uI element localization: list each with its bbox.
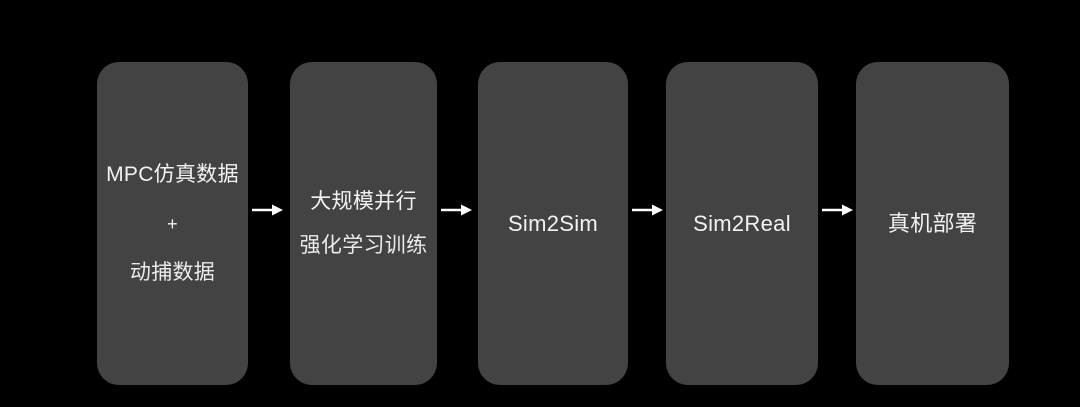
stage-5-text-group: 真机部署 (856, 210, 1009, 236)
pipeline-stage-4: Sim2Real (666, 62, 818, 385)
stage-1-line-1: MPC仿真数据 (106, 163, 239, 186)
stage-1-text-group: MPC仿真数据 + 动捕数据 (97, 164, 248, 283)
stage-5-label: 真机部署 (887, 210, 978, 236)
stage-1-line-2: 动捕数据 (129, 261, 216, 284)
pipeline-stage-5: 真机部署 (856, 62, 1009, 385)
stage-2-text-group: 大规模并行 强化学习训练 (290, 191, 437, 256)
pipeline-stage-1: MPC仿真数据 + 动捕数据 (97, 62, 248, 385)
stage-1-plus-sign: + (167, 214, 178, 234)
stage-4-label: Sim2Real (693, 210, 791, 236)
stage-4-text-group: Sim2Real (666, 210, 818, 236)
pipeline-stage-2: 大规模并行 强化学习训练 (290, 62, 437, 385)
stage-2-line-2: 强化学习训练 (299, 234, 428, 257)
right-arrow-icon (822, 202, 854, 218)
stage-3-label: Sim2Sim (507, 210, 599, 236)
right-arrow-icon (252, 202, 284, 218)
stage-3-text-group: Sim2Sim (478, 210, 628, 236)
right-arrow-icon (441, 202, 473, 218)
stage-2-line-1: 大规模并行 (310, 190, 417, 213)
right-arrow-icon (632, 202, 664, 218)
pipeline-stage-3: Sim2Sim (478, 62, 628, 385)
